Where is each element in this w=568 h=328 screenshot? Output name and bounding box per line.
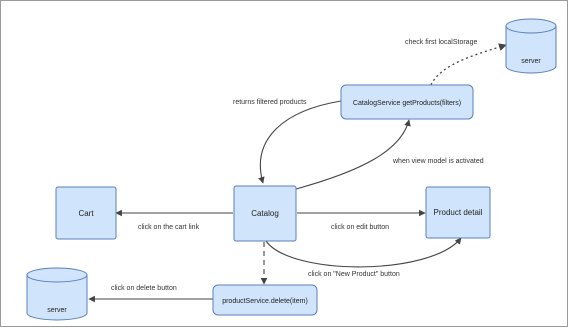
node-server-bottom-label: server (47, 307, 67, 314)
node-catalog-service-label: CatalogService getProducts(filters) (353, 100, 461, 107)
node-product-detail: Product detail (425, 186, 491, 239)
label-check-local-storage: check first localStorage (405, 39, 477, 46)
node-product-service-delete-label: productService.delete(item) (222, 298, 308, 305)
node-catalog: Catalog (233, 185, 297, 242)
label-click-delete-button: click on delete button (111, 285, 177, 292)
edge-returns-filtered-products (258, 100, 342, 184)
node-product-detail-label: Product detail (434, 208, 483, 217)
label-click-new-product: click on "New Product" button (308, 271, 400, 278)
node-cart: Cart (55, 186, 117, 240)
node-server-top-label: server (521, 58, 541, 65)
node-catalog-label: Catalog (251, 209, 279, 218)
node-server-top: server (505, 18, 557, 74)
node-cart-label: Cart (78, 209, 94, 218)
edge-check-local-storage (430, 43, 507, 86)
node-server-bottom: server (26, 267, 88, 321)
label-click-cart-link: click on the cart link (138, 224, 200, 231)
label-view-model-activated: when view model is activated (392, 158, 484, 165)
node-product-service-delete: productService.delete(item) (212, 284, 318, 316)
label-returns-filtered-products: returns filtered products (233, 99, 307, 106)
label-click-edit-button: click on edit button (331, 224, 389, 231)
edge-view-model-activated (295, 119, 411, 190)
edge-click-new-product (265, 237, 462, 268)
node-catalog-service: CatalogService getProducts(filters) (340, 84, 474, 120)
